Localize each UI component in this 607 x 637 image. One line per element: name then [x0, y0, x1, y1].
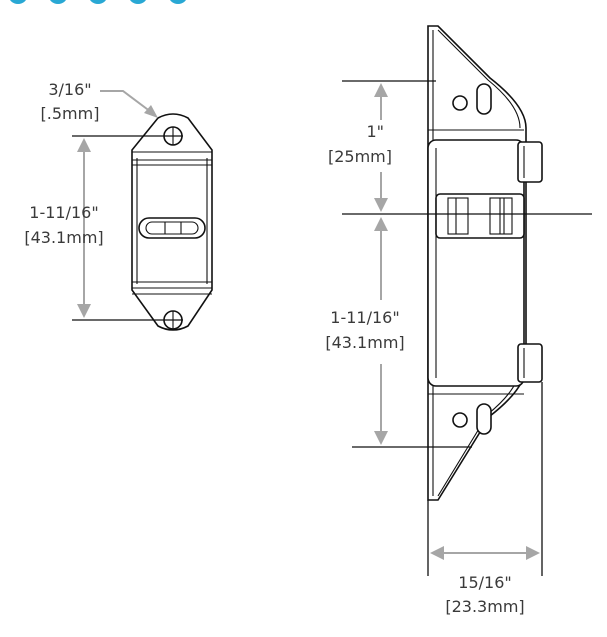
hole-size-leader: [100, 90, 152, 113]
lower-round-hole: [452, 412, 468, 428]
right-tab-bottom: [517, 343, 543, 383]
top-offset-imperial: 1": [366, 122, 384, 141]
right-spacing-imperial: 1-11/16": [330, 308, 399, 327]
lower-slot-hole: [476, 403, 492, 435]
left-spacing-dimension: [77, 138, 91, 318]
arrow-head-down: [374, 431, 388, 445]
upper-slot-hole: [476, 83, 492, 115]
arrow-head-down: [374, 198, 388, 212]
latch-inner: [447, 197, 469, 235]
main-body: [427, 139, 525, 387]
arrow-head-down: [77, 304, 91, 318]
header-dots: [10, 0, 186, 4]
top-offset-dimension: [374, 83, 388, 212]
top-flange-inner: [437, 29, 521, 129]
right-tab-top: [517, 141, 543, 183]
top-offset-metric: [25mm]: [328, 147, 392, 166]
hole-size-imperial: 3/16": [48, 80, 91, 99]
header-dot: [50, 0, 66, 4]
arrow-head-up: [374, 83, 388, 97]
arrow-head-left: [430, 546, 444, 560]
front-view-bracket: [131, 113, 213, 331]
leader-arrow: [144, 105, 158, 118]
right-spacing-dimension: [374, 217, 388, 445]
latch-block: [435, 193, 525, 239]
hole-size-metric: [.5mm]: [41, 104, 100, 123]
side-view-bracket: [427, 25, 543, 501]
latch-inner: [489, 197, 513, 235]
depth-metric: [23.3mm]: [445, 597, 524, 616]
header-dot: [10, 0, 26, 4]
center-slot-inner: [145, 221, 199, 235]
center-slot: [138, 217, 206, 239]
depth-dimension: [430, 546, 540, 560]
left-spacing-metric: [43.1mm]: [24, 228, 103, 247]
left-spacing-imperial: 1-11/16": [29, 203, 98, 222]
depth-imperial: 15/16": [458, 573, 511, 592]
arrow-head-up: [77, 138, 91, 152]
header-dot: [170, 0, 186, 4]
right-spacing-metric: [43.1mm]: [325, 333, 404, 352]
upper-round-hole: [452, 95, 468, 111]
arrow-head-right: [526, 546, 540, 560]
header-dot: [90, 0, 106, 4]
arrow-head-up: [374, 217, 388, 231]
header-dot: [130, 0, 146, 4]
